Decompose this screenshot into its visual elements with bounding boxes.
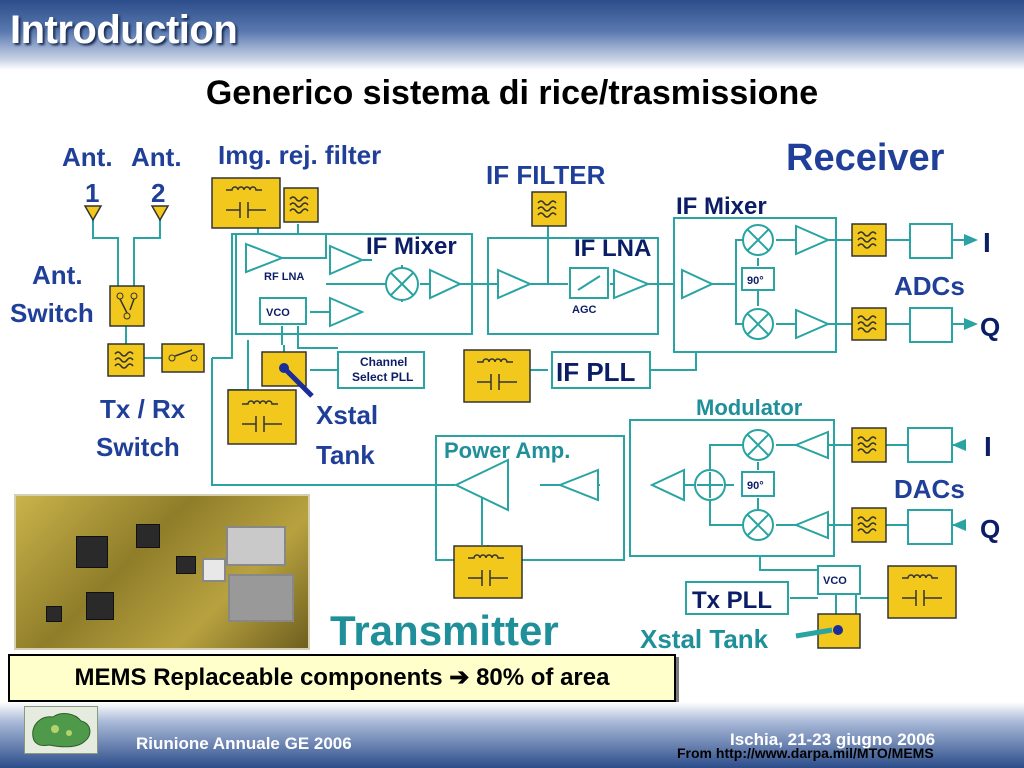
footer-location-date: Ischia, 21-23 giugno 2006 xyxy=(730,730,936,749)
label-ant1-num: 1 xyxy=(85,178,99,208)
label-power-amp: Power Amp. xyxy=(444,438,570,463)
mems-components xyxy=(83,177,957,649)
label-tx-q: Q xyxy=(980,514,1000,544)
label-tx-rx-2: Switch xyxy=(96,432,180,462)
footer-band xyxy=(0,702,1024,768)
label-tx-i: I xyxy=(984,431,992,462)
mixer-symbols xyxy=(385,224,774,541)
mems-callout-box: MEMS Replaceable components ➔ 80% of are… xyxy=(8,654,676,702)
tx-vco-resonator-component xyxy=(887,565,957,619)
label-if-pll: IF PLL xyxy=(556,357,636,387)
label-dacs: DACs xyxy=(894,474,965,504)
island-map-icon xyxy=(32,713,91,748)
label-channel-select-2: Select PLL xyxy=(352,370,413,384)
board-shield-module xyxy=(228,574,294,622)
tx-i-filter-component xyxy=(851,427,887,463)
board-chip xyxy=(136,524,160,548)
conference-logo xyxy=(24,706,98,754)
label-90-rx: 90° xyxy=(747,275,764,287)
rf-lna-amplifier xyxy=(245,242,285,274)
source-credit: From http://www.darpa.mil/MTO/MEMS xyxy=(677,745,934,761)
label-if-mixer-2: IF Mixer xyxy=(676,193,767,220)
label-vco-tx: VCO xyxy=(823,575,847,587)
label-rx-i: I xyxy=(983,227,991,258)
tx-rx-switch-component xyxy=(161,343,205,373)
label-rf-lna: RF LNA xyxy=(264,271,304,283)
if-filter-component xyxy=(531,191,567,227)
ant-switch-component xyxy=(109,285,145,327)
label-transmitter: Transmitter xyxy=(330,607,559,654)
label-modulator: Modulator xyxy=(696,395,803,420)
xstal-pointer xyxy=(282,366,314,398)
label-xstal-1: Xstal xyxy=(316,400,378,430)
label-adcs: ADCs xyxy=(894,271,965,301)
amplifier-symbols xyxy=(245,224,831,540)
slide-title: Introduction xyxy=(10,8,238,52)
duplex-filter-component xyxy=(107,343,145,377)
pa-resonator-component xyxy=(453,545,523,599)
label-90-tx: 90° xyxy=(747,480,764,492)
label-ant2: Ant. xyxy=(131,142,182,172)
footer-event: Riunione Annuale GE 2006 xyxy=(136,734,352,753)
mems-callout-text: MEMS Replaceable components ➔ 80% of are… xyxy=(74,664,610,691)
xstal-tx-pointer xyxy=(795,627,833,639)
slide-subtitle: Generico sistema di rice/trasmissione xyxy=(205,74,819,112)
rx-q-filter-component xyxy=(851,307,887,341)
tx-q-filter-component xyxy=(851,507,887,543)
label-ant-switch-2: Switch xyxy=(10,298,94,328)
label-agc: AGC xyxy=(572,304,597,316)
img-rej-resonator-component xyxy=(211,177,281,229)
label-xstal-tank-tx: Xstal Tank xyxy=(640,624,769,654)
label-if-mixer-1: IF Mixer xyxy=(366,233,457,260)
board-shield-module xyxy=(226,526,286,566)
label-rx-q: Q xyxy=(980,312,1000,342)
board-chip xyxy=(86,592,114,620)
label-vco-rx: VCO xyxy=(266,307,290,319)
label-if-lna: IF LNA xyxy=(574,235,651,262)
label-xstal-2: Tank xyxy=(316,440,375,470)
label-tx-pll: Tx PLL xyxy=(692,587,772,614)
board-chip xyxy=(176,556,196,574)
label-ant2-num: 2 xyxy=(151,178,165,208)
function-blocks xyxy=(259,223,953,615)
rx-i-filter-component xyxy=(851,223,887,257)
label-if-filter: IF FILTER xyxy=(486,160,606,190)
antenna-1-icon xyxy=(83,205,103,222)
title-band xyxy=(0,0,1024,70)
label-img-rej-filter: Img. rej. filter xyxy=(218,140,381,170)
mems-board-photo xyxy=(14,494,310,650)
transceiver-block-diagram: Ant. 1 Ant. 2 Ant. Switch Img. rej. filt… xyxy=(10,137,1000,654)
board-connector xyxy=(202,558,226,582)
label-receiver: Receiver xyxy=(786,137,945,179)
img-rej-filter-component xyxy=(283,187,319,223)
board-chip xyxy=(76,536,108,568)
if-pll-resonator-component xyxy=(463,349,531,403)
antenna-2-icon xyxy=(150,205,170,222)
label-ant-switch-1: Ant. xyxy=(32,260,83,290)
board-chip xyxy=(46,606,62,622)
label-ant1: Ant. xyxy=(62,142,113,172)
label-tx-rx-1: Tx / Rx xyxy=(100,394,186,424)
vco-resonator-component xyxy=(227,389,297,445)
port-arrows xyxy=(952,234,978,531)
power-amplifier xyxy=(453,458,509,512)
label-channel-select-1: Channel xyxy=(360,355,407,369)
